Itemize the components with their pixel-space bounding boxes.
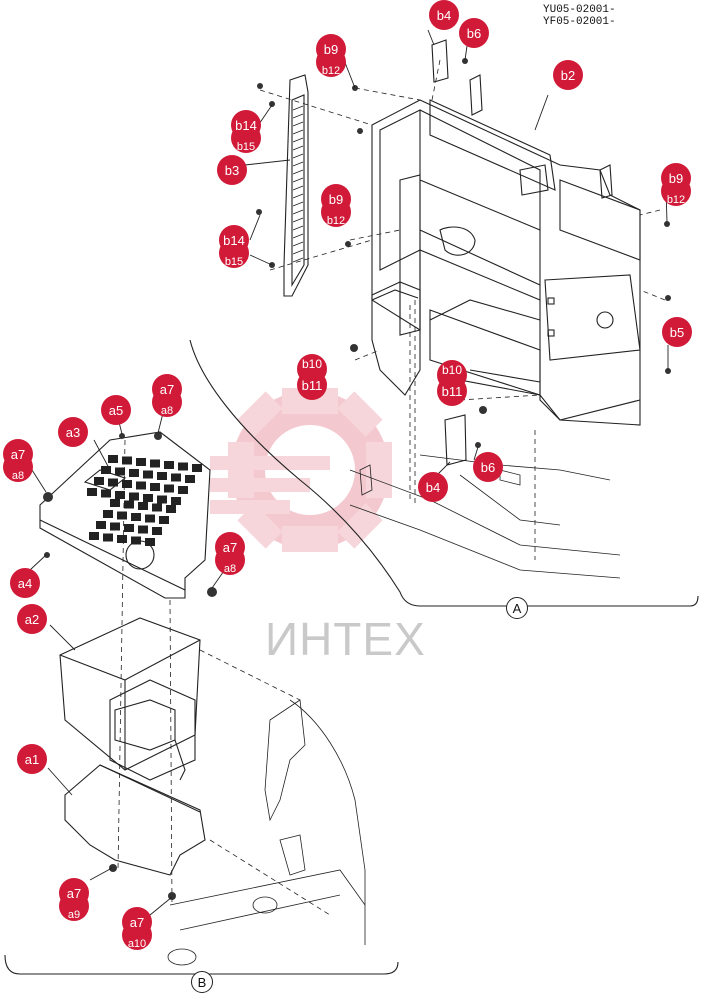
grid-hole xyxy=(152,503,162,512)
grid-hole xyxy=(96,521,106,529)
grid-hole xyxy=(101,489,111,498)
grid-hole xyxy=(115,467,125,476)
grid-hole xyxy=(138,502,148,510)
grid-hole xyxy=(138,525,148,534)
grid-hole xyxy=(103,533,113,542)
grid-hole xyxy=(150,459,160,468)
grid-hole xyxy=(110,499,120,507)
grid-hole xyxy=(192,464,202,472)
grid-hole xyxy=(115,491,125,499)
grid-hole xyxy=(171,473,181,482)
grid-hole xyxy=(124,500,134,509)
view-label-a: A xyxy=(506,597,528,619)
view-label-b: B xyxy=(191,971,213,993)
grid-hole xyxy=(101,466,111,474)
grid-hole xyxy=(178,486,188,494)
grid-hole xyxy=(136,458,146,466)
grid-hole xyxy=(117,535,127,543)
serial-line-2: YF05-02001- xyxy=(543,16,616,28)
grid-hole xyxy=(94,477,104,485)
grid-hole xyxy=(129,469,139,477)
grid-hole xyxy=(108,478,118,487)
grid-hole xyxy=(124,524,134,532)
grid-hole xyxy=(110,522,120,531)
grid-hole xyxy=(117,511,127,520)
grid-hole xyxy=(136,481,146,490)
grid-hole xyxy=(143,494,153,502)
grid-hole xyxy=(145,514,155,523)
grid-hole xyxy=(89,532,99,540)
grid-hole xyxy=(159,516,169,524)
grid-hole xyxy=(129,492,139,501)
grid-hole xyxy=(145,538,155,546)
grid-hole xyxy=(157,472,167,480)
grid-hole xyxy=(164,484,174,493)
grid-hole xyxy=(87,488,97,496)
grid-hole xyxy=(157,495,167,504)
grid-hole xyxy=(143,470,153,479)
grid-hole xyxy=(164,461,174,469)
grid-hole xyxy=(103,510,113,518)
cover-grid xyxy=(87,455,202,546)
grid-hole xyxy=(122,480,132,488)
grid-hole xyxy=(166,505,176,513)
grid-hole xyxy=(185,475,195,483)
grid-hole xyxy=(150,483,160,491)
grid-hole xyxy=(131,536,141,545)
serial-line-1: YU05-02001- xyxy=(543,4,616,16)
grid-hole xyxy=(171,497,181,505)
grid-hole xyxy=(108,455,118,463)
watermark-text: ИНТЕХ xyxy=(265,613,426,665)
grid-hole xyxy=(178,462,188,471)
grid-hole xyxy=(152,527,162,535)
grid-hole xyxy=(131,513,141,521)
grid-hole xyxy=(122,456,132,465)
